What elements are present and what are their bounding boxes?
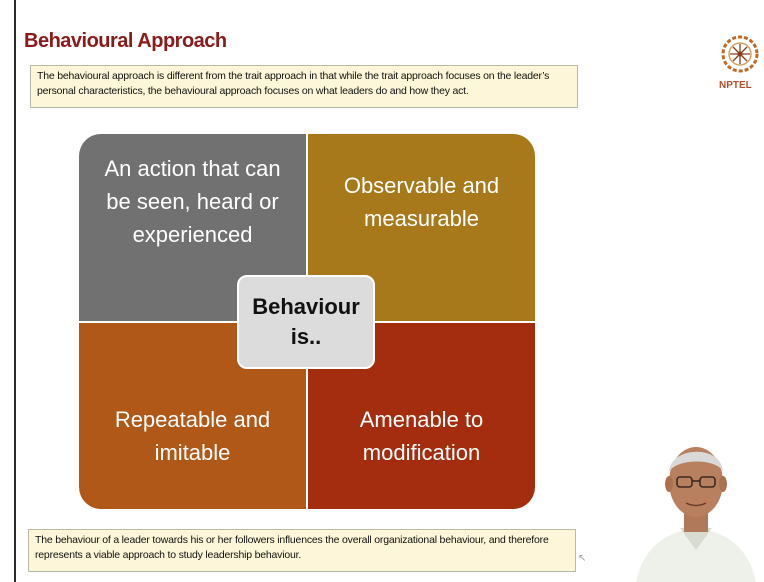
behaviour-quadrant-diagram: An action that can be seen, heard or exp… bbox=[79, 134, 535, 509]
center-label-line1: Behaviour bbox=[252, 294, 360, 319]
quadrant-top-right-text: Observable and measurable bbox=[343, 173, 500, 231]
nptel-logo-label: NPTEL bbox=[719, 80, 752, 91]
quadrant-top-left: An action that can be seen, heard or exp… bbox=[79, 134, 306, 321]
quadrant-bottom-right-text: Amenable to modification bbox=[359, 407, 484, 465]
quadrant-top-right: Observable and measurable bbox=[308, 134, 535, 321]
nptel-logo-icon bbox=[721, 35, 759, 73]
left-border-rule bbox=[14, 0, 16, 582]
presenter-video-thumbnail bbox=[626, 428, 764, 582]
center-label-box: Behaviour is.. bbox=[237, 275, 375, 369]
quadrant-top-left-text: An action that can be seen, heard or exp… bbox=[104, 156, 281, 247]
closing-textbox: The behaviour of a leader towards his or… bbox=[28, 529, 576, 572]
intro-textbox: The behavioural approach is different fr… bbox=[30, 65, 578, 108]
center-label-line2: is.. bbox=[290, 324, 322, 349]
slide-title: Behavioural Approach bbox=[24, 30, 227, 52]
mouse-cursor-icon: ↖ bbox=[578, 553, 587, 564]
quadrant-bottom-left-text: Repeatable and imitable bbox=[114, 407, 271, 465]
